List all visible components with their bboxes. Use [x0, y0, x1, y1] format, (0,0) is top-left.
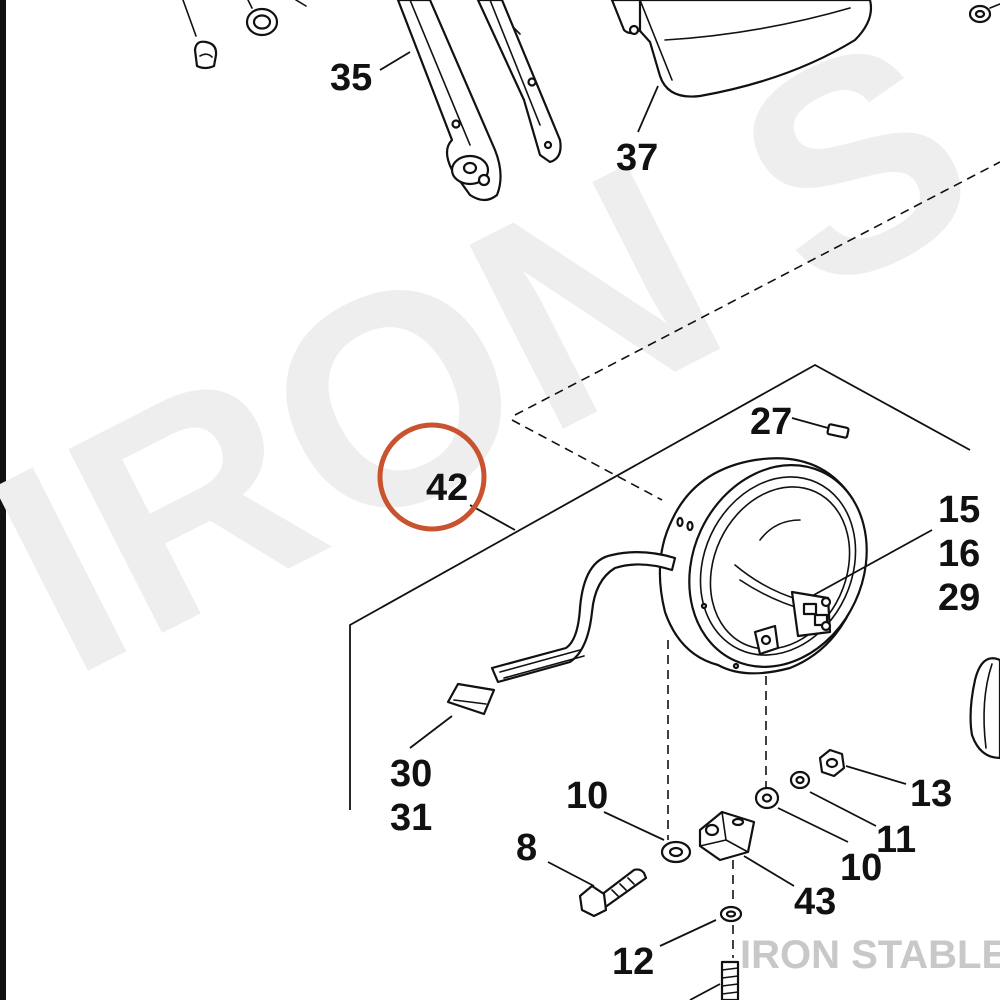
callout-29: 29 — [938, 577, 980, 619]
callout-31: 31 — [390, 797, 432, 839]
callout-13: 13 — [910, 773, 952, 815]
callout-12: 12 — [612, 941, 654, 983]
part-27-clip — [791, 417, 850, 439]
wiring-harness — [409, 551, 677, 749]
headlamp-housing — [658, 457, 868, 675]
callout-15: 15 — [938, 489, 980, 531]
callout-16: 16 — [938, 533, 980, 575]
callout-11: 11 — [876, 819, 916, 861]
callout-27: 27 — [750, 401, 792, 443]
watermark-corner: IRON STABLE — [740, 933, 1000, 977]
callout-10-left: 10 — [566, 775, 608, 817]
right-edge-headlamp — [969, 657, 1000, 760]
callout-42: 42 — [426, 467, 468, 509]
left-frame-bar — [0, 0, 6, 1000]
watermark-diagonal-text: IRON S — [0, 0, 1000, 737]
callout-43: 43 — [794, 881, 836, 923]
callout-8: 8 — [516, 827, 537, 869]
dash-line-upper — [514, 161, 1000, 416]
callout-10-right: 10 — [840, 847, 882, 889]
dash-line-lower — [511, 419, 663, 501]
top-right-washer — [968, 3, 1000, 24]
callout-37: 37 — [616, 137, 658, 179]
highlight-ring — [377, 422, 487, 532]
callout-30: 30 — [390, 753, 432, 795]
part-37-cover — [610, 0, 873, 98]
watermark-diagonal: IRON S — [0, 0, 1000, 737]
callout-35: 35 — [330, 57, 372, 99]
mount-hardware — [547, 748, 907, 1000]
top-hardware — [182, 0, 307, 70]
group-bracket-42 — [349, 363, 971, 810]
part-35-bracket — [396, 0, 562, 202]
